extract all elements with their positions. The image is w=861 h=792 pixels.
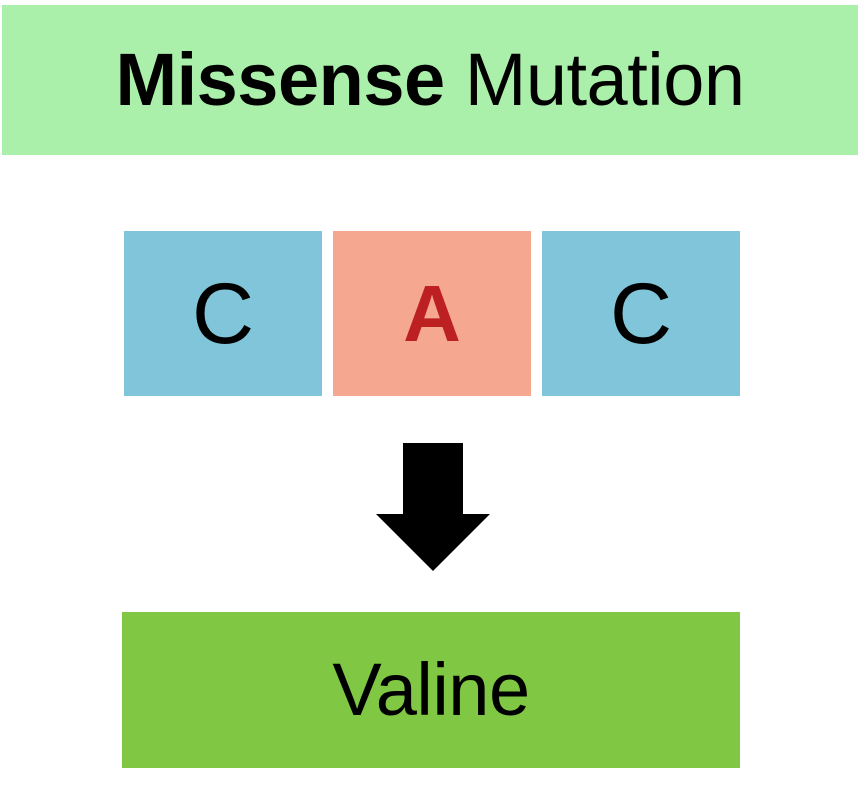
down-arrow-icon	[376, 443, 490, 571]
title-plain-word: Mutation	[464, 38, 745, 121]
amino-acid-label: Valine	[332, 648, 530, 731]
codon-sequence-row: C A C	[124, 231, 740, 396]
amino-acid-result-box: Valine	[122, 612, 740, 768]
nucleotide-letter-3: C	[609, 265, 673, 362]
title-separator	[445, 38, 465, 121]
page-title: Missense Mutation	[115, 43, 745, 117]
nucleotide-box-3: C	[542, 231, 740, 396]
title-emphasis-word: Missense	[115, 38, 445, 121]
nucleotide-letter-2: A	[403, 268, 461, 358]
nucleotide-box-1: C	[124, 231, 322, 396]
header-banner: Missense Mutation	[2, 5, 858, 155]
nucleotide-letter-1: C	[191, 265, 255, 362]
nucleotide-box-2-mutated: A	[333, 231, 531, 396]
